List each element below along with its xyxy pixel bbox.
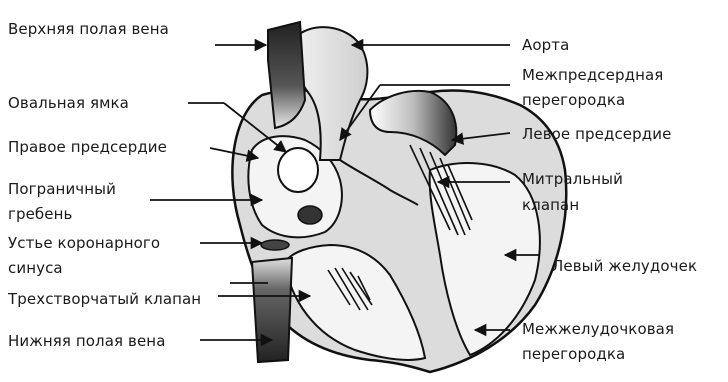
label-coronary-sinus-2: синуса (8, 257, 63, 279)
inferior-vena-cava-vessel (252, 258, 292, 362)
superior-vena-cava-vessel (268, 22, 305, 128)
label-interventricular-septum-1: Межжелудочковая (522, 318, 674, 340)
label-mitral-valve-2: клапан (522, 194, 579, 216)
coronary-sinus-ostium-ring (261, 240, 289, 250)
fossa-ovalis-shape (278, 148, 318, 192)
label-mitral-valve-1: Митральный (522, 168, 623, 190)
label-left-atrium: Левое предсердие (522, 123, 671, 145)
label-left-ventricle: Левый желудочек (552, 255, 697, 277)
label-interventricular-septum-2: перегородка (522, 343, 625, 365)
label-inferior-vena-cava: Нижняя полая вена (8, 330, 166, 352)
label-interatrial-septum-2: перегородка (522, 89, 625, 111)
label-crista-terminalis-1: Пограничный (8, 178, 116, 200)
label-superior-vena-cava: Верхняя полая вена (8, 18, 169, 40)
label-interatrial-septum-1: Межпредсердная (522, 64, 663, 86)
label-coronary-sinus-1: Устье коронарного (8, 232, 160, 254)
label-fossa-ovalis: Овальная ямка (8, 92, 129, 114)
label-crista-terminalis-2: гребень (8, 203, 72, 225)
label-tricuspid-valve: Трехстворчатый клапан (8, 288, 201, 310)
label-aorta: Аорта (522, 34, 569, 56)
coronary-sinus-opening (298, 206, 322, 224)
label-right-atrium: Правое предсердие (8, 136, 167, 158)
